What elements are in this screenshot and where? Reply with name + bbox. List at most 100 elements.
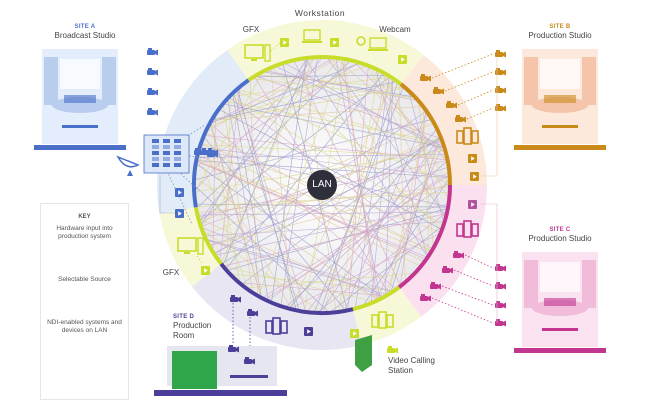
site-d-name: Production Room <box>173 321 212 340</box>
site-a-camera-icon <box>147 88 158 96</box>
camera-top <box>421 294 425 296</box>
control-desk <box>542 125 578 128</box>
screen <box>303 29 321 41</box>
site-c-output-camera-icon <box>495 319 506 327</box>
server-unit <box>456 223 464 237</box>
network-link <box>226 266 372 302</box>
camera-top <box>388 346 392 348</box>
site-a-name: Broadcast Studio <box>54 31 116 40</box>
server-unit <box>471 130 479 144</box>
server-unit <box>463 127 472 145</box>
network-link <box>214 81 395 120</box>
base <box>368 49 388 51</box>
site-b-studio <box>514 49 606 150</box>
camera-lens <box>503 320 506 327</box>
site-b-output-camera-icon <box>495 86 506 94</box>
site-b-camera-icon <box>455 115 466 123</box>
satellite-dish-icon <box>116 155 140 168</box>
camera-lens <box>236 346 239 353</box>
workstation-label: Workstation <box>294 8 346 18</box>
router-slot <box>152 145 159 149</box>
network-link <box>206 135 446 161</box>
solid-connector <box>159 175 175 214</box>
network-link <box>344 113 427 309</box>
screen <box>244 44 264 59</box>
network-link <box>199 155 423 262</box>
network-link <box>257 76 439 139</box>
camera-top <box>231 295 235 297</box>
camera-body <box>495 52 503 57</box>
control-desk <box>542 328 578 331</box>
site-c-camera-icon <box>442 266 453 274</box>
camera-body <box>194 150 202 155</box>
dotted-connector <box>431 53 494 79</box>
camera-top <box>454 251 458 253</box>
network-link <box>398 85 406 280</box>
site-d-tag: SITE D <box>173 314 195 320</box>
site-b-tag: SITE B <box>549 24 571 30</box>
play-source-icon <box>175 209 184 218</box>
camera-top <box>434 87 438 89</box>
camera-top <box>456 115 460 117</box>
anchor-desk <box>544 95 576 103</box>
camera-top <box>496 68 500 70</box>
camera-lens <box>463 116 466 123</box>
camera-body <box>420 296 428 301</box>
camera-top <box>202 148 206 150</box>
play-triangle <box>204 268 208 273</box>
dotted-connector <box>196 255 204 265</box>
segment-video-calling-arc <box>352 285 401 312</box>
camera-body <box>495 284 503 289</box>
camera-top <box>148 48 152 50</box>
green-screen-chair-icon <box>355 335 372 372</box>
network-link <box>204 137 345 310</box>
camera-lens <box>428 295 431 302</box>
gfx-left-label: GFX <box>162 268 180 277</box>
network-link <box>347 67 369 309</box>
network-link <box>260 74 403 89</box>
anchor-desk <box>64 95 96 103</box>
camera-body <box>147 90 155 95</box>
site-a-tag: SITE A <box>74 24 96 30</box>
network-link <box>254 78 413 98</box>
site-c-output-camera-icon <box>495 282 506 290</box>
network-link <box>217 204 447 256</box>
segment-site-a-arc <box>192 78 250 208</box>
network-link <box>223 106 253 291</box>
studio-left-wall <box>524 260 538 308</box>
network-link <box>368 67 445 217</box>
network-link <box>232 77 389 97</box>
lan-hub <box>307 170 337 200</box>
gfx-left-workstation-icon <box>177 237 204 255</box>
camera-top <box>496 264 500 266</box>
server-unit <box>378 311 387 329</box>
camera-body <box>244 359 252 364</box>
camera-lens <box>503 265 506 272</box>
camera-body <box>495 303 503 308</box>
server-unit <box>272 317 281 335</box>
camera-top <box>496 104 500 106</box>
site-c-output-camera-icon <box>495 264 506 272</box>
network-link <box>210 126 261 296</box>
network-link <box>268 70 416 101</box>
network-link <box>211 124 395 289</box>
studio-right-wall <box>102 57 116 105</box>
segment-site-c-band <box>399 185 487 317</box>
camera-lens <box>202 149 205 156</box>
camera-lens <box>503 302 506 309</box>
studio-floor <box>514 145 606 150</box>
camera-top <box>447 101 451 103</box>
studio-left-wall <box>524 57 538 105</box>
camera-top <box>148 68 152 70</box>
play-source-icon <box>304 327 313 336</box>
dotted-connector <box>457 89 494 106</box>
network-link <box>327 58 445 215</box>
segment-site-c-arc <box>397 184 452 289</box>
camera-top <box>496 301 500 303</box>
studio-floor <box>514 348 606 353</box>
camera-body <box>247 311 255 316</box>
camera-lens <box>155 109 158 116</box>
camera-top <box>421 74 425 76</box>
studio-video-wall <box>540 59 580 89</box>
dotted-connector <box>431 297 494 324</box>
